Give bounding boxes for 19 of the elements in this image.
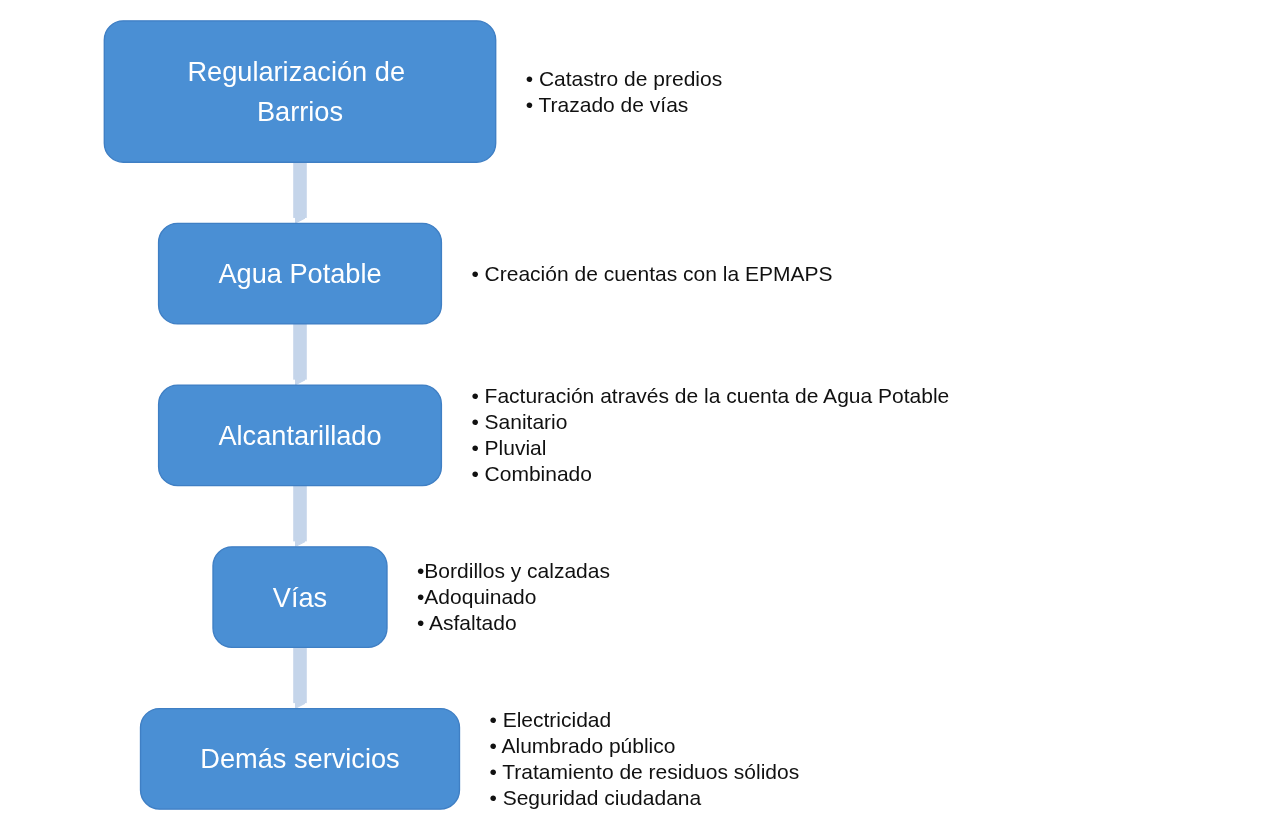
bullet-item: • Combinado xyxy=(471,462,593,487)
bullet-item: • Facturación através de la cuenta de Agua Potable xyxy=(471,384,950,409)
bullet-item: • Electricidad xyxy=(489,707,613,732)
bullet-item: •Adoquinado xyxy=(417,585,538,610)
process-box: Alcantarillado xyxy=(157,384,443,487)
bullet-item: • Alumbrado público xyxy=(489,733,677,758)
bullet-item: • Pluvial xyxy=(471,436,548,461)
bullet-item: • Seguridad ciudadana xyxy=(489,785,703,810)
bullet-item: • Sanitario xyxy=(471,410,569,435)
process-box: Regularización de Barrios xyxy=(103,20,497,163)
bullet-item: • Creación de cuentas con la EPMAPS xyxy=(471,261,833,286)
bullet-item: • Asfaltado xyxy=(417,611,518,636)
bullet-item: • Tratamiento de residuos sólidos xyxy=(489,759,800,784)
bullet-item: • Catastro de predios xyxy=(525,66,723,91)
process-box: Agua Potable xyxy=(157,222,443,325)
bullet-item: •Bordillos y calzadas xyxy=(417,559,610,584)
process-box: Vías xyxy=(212,546,388,649)
process-box: Demás servicios xyxy=(139,707,461,810)
bullet-item: • Trazado de vías xyxy=(525,92,690,117)
